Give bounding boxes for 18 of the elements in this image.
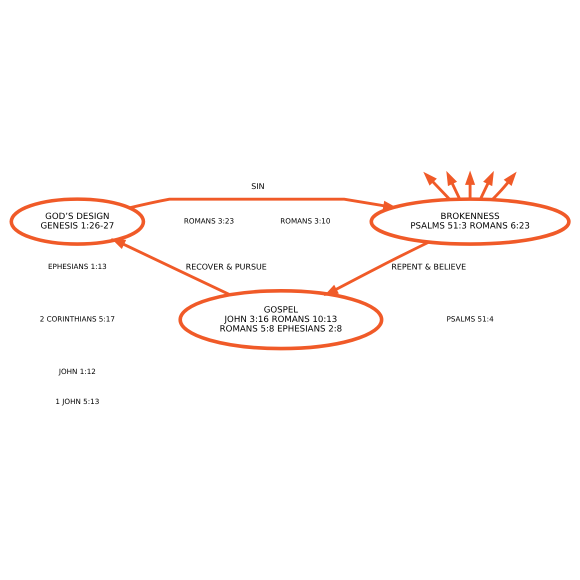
arrow	[324, 240, 430, 296]
node-ellipse: GOSPEL JOHN 3:16 ROMANS 10:13 ROMANS 5:8 EPHESIANS 2:8	[178, 288, 384, 350]
arrow	[129, 197, 398, 210]
node-ellipse: GOD’S DESIGN GENESIS 1:26-27	[10, 196, 146, 246]
arrow	[111, 238, 230, 296]
label: 2 CORINTHIANS 5:17	[40, 314, 115, 324]
label: ROMANS 3:10	[280, 216, 330, 225]
arrow	[491, 171, 517, 200]
label: EPHESIANS 1:13	[48, 262, 107, 271]
arrow	[465, 170, 476, 199]
arrow	[479, 170, 494, 200]
label: ROMANS 3:23	[184, 216, 234, 225]
arrow	[423, 171, 451, 200]
label: JOHN 1:12	[58, 366, 96, 376]
arrow	[446, 170, 462, 200]
label: 1 JOHN 5:13	[55, 396, 100, 406]
label: PSALMS 51:4	[446, 314, 494, 324]
node-ellipse: BROKENNESS PSALMS 51:3 ROMANS 6:23	[369, 196, 571, 246]
